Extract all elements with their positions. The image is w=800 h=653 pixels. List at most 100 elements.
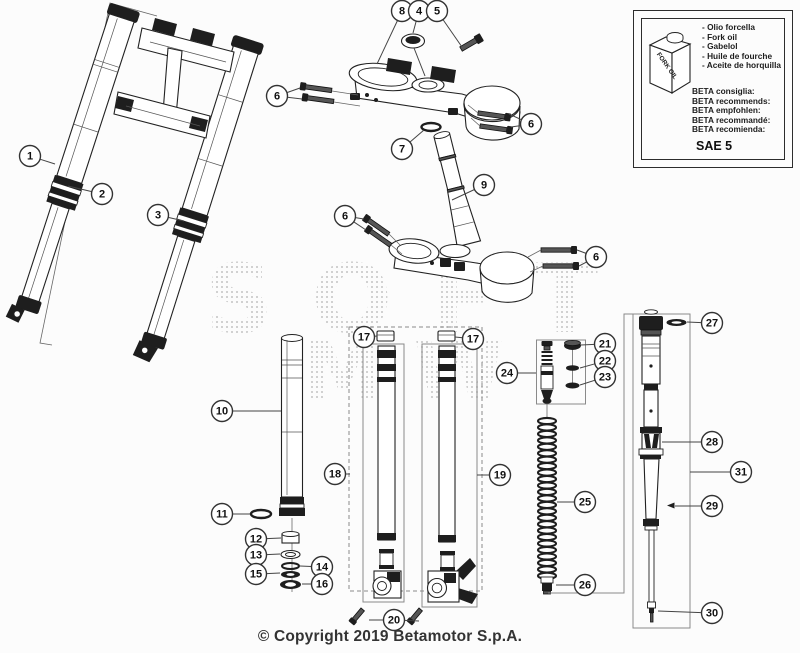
callout-14: 14: [299, 555, 334, 579]
callout-7: 7: [390, 129, 425, 161]
bleed-pin: [667, 502, 675, 509]
pinch-bolts-upper-right: [467, 104, 514, 135]
oil-bottle-icon: FORK OIL: [648, 32, 692, 94]
callout-circle: [323, 462, 347, 486]
callout-number: 13: [250, 550, 262, 562]
leader-line: [266, 572, 281, 575]
fork-spring: [536, 416, 558, 580]
spring-coil: [536, 513, 558, 522]
leader-line: [576, 249, 587, 254]
callout-circle: [700, 430, 724, 454]
callout-number: 25: [579, 497, 591, 509]
callout-8: 8: [376, 0, 414, 65]
oil-name: - Olio forcella: [702, 22, 756, 32]
callout-4: 4: [407, 0, 431, 34]
callout-29: 29: [675, 494, 724, 518]
callout-circle: [210, 399, 234, 423]
recommendation-list: BETA consiglia: BETA recommends: BETA em…: [692, 86, 770, 135]
leader-line: [287, 96, 303, 100]
inner-tube-right: [426, 345, 478, 604]
callout-number: 19: [494, 470, 506, 482]
assembly-lower-clamp: [113, 91, 211, 139]
pinch-bolts-lower-right: [527, 246, 579, 273]
callout-number: 30: [706, 608, 718, 620]
callout-number: 28: [706, 437, 718, 449]
steering-crown-group: [299, 33, 579, 303]
callout-2: 2: [67, 182, 114, 206]
callout-17: 17: [352, 325, 378, 349]
callout-circle: [425, 0, 449, 23]
callout-10: 10: [210, 399, 281, 423]
oil-grade: SAE 5: [696, 139, 733, 153]
callout-number: 15: [250, 569, 262, 581]
cartridge-top-ring: [644, 309, 658, 315]
rod-end: [647, 601, 656, 623]
inner-tube-left: [372, 345, 402, 599]
leader-line: [286, 87, 301, 94]
fork-spring-group: [536, 416, 558, 595]
oil-name: - Gabelol: [702, 41, 738, 52]
copyright-text: © Copyright 2019 Betamotor S.p.A.: [257, 628, 523, 645]
steering-cap: [400, 33, 426, 77]
callout-number: 11: [216, 509, 228, 521]
callout-number: 21: [599, 339, 611, 351]
callout-24: 24: [495, 361, 536, 385]
spring-coil: [536, 481, 558, 490]
spring-coil: [536, 442, 558, 451]
spring-coil: [536, 474, 558, 484]
outer-tube-group: [249, 334, 305, 592]
leader-line: [355, 217, 365, 220]
seal-stack: [280, 531, 301, 589]
callout-1: 1: [18, 144, 56, 168]
callout-circle: [519, 112, 543, 136]
callout-number: 6: [593, 252, 599, 264]
callout-number: 7: [399, 144, 405, 156]
callout-circle: [573, 573, 597, 597]
spring-coil: [536, 552, 558, 561]
leader-line: [657, 610, 702, 614]
callout-circle: [700, 311, 724, 335]
callout-number: 16: [316, 579, 328, 591]
leader-line: [510, 125, 521, 128]
fork-oil-info-box: FORK OIL - Olio forcella - Fork oil - Ga…: [633, 10, 793, 168]
spring-coil: [536, 532, 558, 542]
inner-tube-left-box: [362, 343, 405, 603]
spring-seat: [540, 576, 554, 584]
spring-coil: [536, 449, 558, 458]
callout-22: 22: [579, 349, 617, 373]
callout-circle: [18, 144, 42, 168]
compression-valve: [540, 341, 554, 404]
callout-number: 14: [316, 562, 329, 574]
callout-31: 31: [690, 460, 753, 484]
lower-triple-clamp: [388, 238, 535, 303]
callout-circle: [146, 203, 170, 227]
callout-13: 13: [244, 543, 281, 567]
callout-circle: [461, 327, 485, 351]
callout-3: 3: [146, 203, 185, 227]
callout-circle: [310, 572, 334, 596]
leader-line: [451, 189, 475, 201]
callout-number: 22: [599, 356, 611, 368]
spring-coil: [536, 487, 558, 497]
callout-number: 9: [481, 180, 487, 192]
oil-name-list: - Olio forcella - Fork oil - Gabelol - H…: [702, 22, 781, 71]
callout-number: 17: [467, 334, 479, 346]
cartridge-cap: [639, 316, 663, 330]
callout-number: 2: [99, 189, 105, 201]
bleed-screw-left: [348, 607, 366, 626]
callout-number: 6: [528, 119, 534, 131]
spring-coil: [536, 520, 558, 529]
spring-coil: [536, 416, 558, 426]
leader-line: [686, 321, 702, 324]
leader-line: [508, 113, 522, 121]
valve-kit-box: [536, 339, 586, 405]
spring-coil: [536, 468, 558, 477]
callout-25: 25: [557, 490, 597, 514]
cartridge-box: [632, 313, 691, 629]
upper-triple-clamp: [348, 58, 521, 141]
leader-line: [454, 336, 463, 339]
callout-6: 6: [333, 204, 367, 231]
callout-circle: [593, 365, 617, 389]
